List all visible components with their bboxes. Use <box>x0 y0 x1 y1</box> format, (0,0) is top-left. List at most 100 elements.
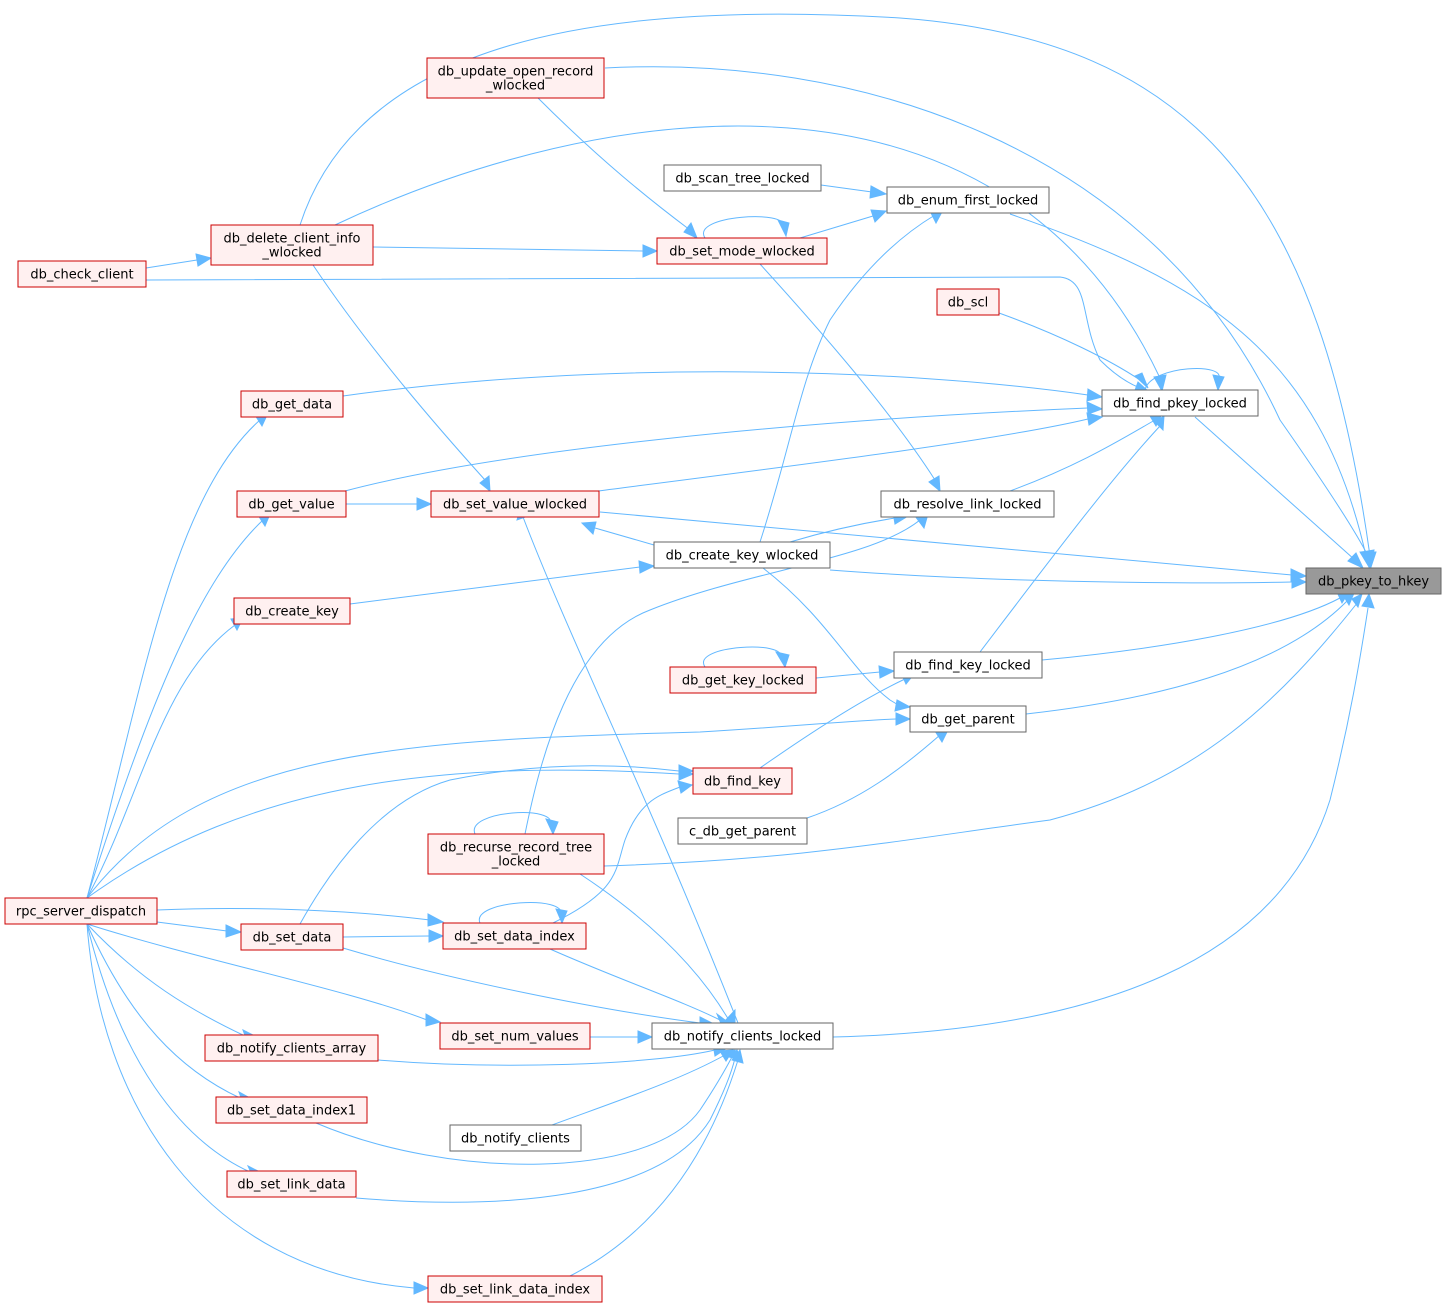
node-label: db_set_data_index1 <box>227 1104 356 1119</box>
edge-arrowhead <box>195 253 213 267</box>
edge-arrowhead <box>928 475 941 493</box>
node-box <box>226 1170 357 1198</box>
node-label: db_set_mode_wlocked <box>669 245 814 260</box>
node-db-notify-clients[interactable]: db_notify_clients <box>449 1124 582 1152</box>
node-label: rpc_server_dispatch <box>16 905 146 920</box>
edge-find-pkey-self-loop <box>1144 368 1225 392</box>
edge-arrowhead <box>427 913 445 927</box>
edge-arrowhead <box>1359 550 1373 569</box>
edge-arrowhead <box>1086 401 1104 415</box>
edge-line <box>569 1059 739 1277</box>
edge-arrowhead <box>731 1048 744 1064</box>
node-label: db_notify_clients_locked <box>664 1030 821 1045</box>
node-db-set-link-data[interactable]: db_set_link_data <box>226 1170 357 1198</box>
edge-delete-client-to-find-pkey <box>334 125 1167 393</box>
edge-arrowhead <box>545 818 559 836</box>
edge-line <box>86 923 246 1037</box>
edge-line <box>549 948 721 1021</box>
edge-get-data-to-find-pkey <box>342 371 1104 402</box>
node-label: db_get_data <box>252 398 332 413</box>
node-db-recurse-record-tree-locked[interactable]: db_recurse_record_tree_locked <box>427 833 605 875</box>
node-db-pkey-to-hkey[interactable]: db_pkey_to_hkey <box>1305 567 1442 595</box>
node-db-get-key-locked[interactable]: db_get_key_locked <box>669 666 817 694</box>
edge-line <box>789 517 896 543</box>
edge-line <box>815 671 881 679</box>
edge-set-link-data-index-to-notify-locked <box>569 1048 744 1277</box>
node-label: db_delete_client_info <box>223 232 360 247</box>
node-db-get-data[interactable]: db_get_data <box>240 390 344 418</box>
edge-c-get-parent-to-get-parent <box>806 729 949 819</box>
node-rpc-server-dispatch[interactable]: rpc_server_dispatch <box>4 897 158 925</box>
node-label: db_find_pkey_locked <box>1113 397 1247 412</box>
node-label: db_update_open_record <box>438 65 594 80</box>
node-box <box>204 1034 379 1062</box>
edge-arrowhead <box>774 651 790 669</box>
node-c-db-get-parent[interactable]: c_db_get_parent <box>677 817 808 845</box>
node-box <box>17 260 147 288</box>
edge-line <box>820 184 873 193</box>
node-label: db_set_value_wlocked <box>443 498 587 513</box>
edge-create-key-to-create-key-wlocked <box>349 560 656 605</box>
edge-line <box>1144 368 1220 391</box>
node-label: db_find_key_locked <box>905 659 1030 674</box>
node-db-get-value[interactable]: db_get_value <box>236 490 347 518</box>
node-db-create-key[interactable]: db_create_key <box>233 597 351 625</box>
edge-line <box>594 527 655 546</box>
edge-arrowhead <box>678 764 695 778</box>
node-db-get-parent[interactable]: db_get_parent <box>909 705 1027 733</box>
node-db-find-pkey-locked[interactable]: db_find_pkey_locked <box>1101 389 1259 417</box>
edge-line <box>342 947 701 1024</box>
edge-line <box>474 812 551 835</box>
node-box <box>651 1022 834 1050</box>
edge-line <box>1194 416 1356 561</box>
edge-scan-tree-to-enum-first <box>820 184 888 199</box>
node-db-notify-clients-array[interactable]: db_notify_clients_array <box>204 1034 379 1062</box>
edge-resolve-link-to-find-pkey <box>1009 413 1163 492</box>
edge-line <box>524 519 921 835</box>
edge-line <box>372 246 644 252</box>
node-db-notify-clients-locked[interactable]: db_notify_clients_locked <box>651 1022 834 1050</box>
node-db-set-mode-wlocked[interactable]: db_set_mode_wlocked <box>656 237 828 265</box>
node-db-update-open-record-wlocked[interactable]: db_update_open_record_wlocked <box>426 57 605 99</box>
edge-set-data-to-find-key <box>299 764 695 925</box>
node-label: db_set_link_data_index <box>440 1283 591 1298</box>
edge-set-data-index-to-find-key <box>552 780 694 924</box>
node-db-check-client[interactable]: db_check_client <box>17 260 147 288</box>
edge-arrowhead <box>1351 593 1363 609</box>
node-db-set-data-index1[interactable]: db_set_data_index1 <box>215 1096 368 1124</box>
node-label: db_pkey_to_hkey <box>1318 575 1429 590</box>
edge-find-key-locked-to-find-pkey <box>979 415 1165 653</box>
node-db-find-key-locked[interactable]: db_find_key_locked <box>893 651 1043 679</box>
edge-arrowhead <box>777 219 790 238</box>
node-db-set-value-wlocked[interactable]: db_set_value_wlocked <box>430 490 600 518</box>
node-db-set-num-values[interactable]: db_set_num_values <box>439 1022 591 1050</box>
edge-create-key-wlocked-to-set-value <box>580 521 655 546</box>
edge-line <box>299 765 680 925</box>
edge-line <box>86 419 261 899</box>
node-label: db_scan_tree_locked <box>675 172 809 187</box>
node-db-resolve-link-locked[interactable]: db_resolve_link_locked <box>880 490 1055 518</box>
edge-find-pkey-to-pkey <box>1194 416 1365 570</box>
node-db-enum-first-locked[interactable]: db_enum_first_locked <box>886 186 1050 214</box>
edge-line <box>86 923 428 1021</box>
node-label: db_set_data <box>253 931 332 946</box>
node-db-find-key[interactable]: db_find_key <box>692 767 793 795</box>
node-label: db_set_data_index <box>454 930 575 945</box>
edge-line <box>759 678 906 769</box>
node-db-scl[interactable]: db_scl <box>936 288 1000 316</box>
edge-enum-first-to-pkey <box>1009 213 1373 569</box>
node-db-create-key-wlocked[interactable]: db_create_key_wlocked <box>653 541 831 569</box>
node-db-set-data[interactable]: db_set_data <box>240 923 344 951</box>
edge-line <box>1009 419 1156 492</box>
edge-line <box>762 567 901 707</box>
node-db-set-data-index[interactable]: db_set_data_index <box>442 922 587 950</box>
edge-rpc-to-find-key <box>86 767 695 899</box>
edge-recurse-to-pkey <box>603 593 1363 867</box>
node-box <box>4 897 158 925</box>
node-db-delete-client-info-wlocked[interactable]: db_delete_client_info_wlocked <box>210 224 374 266</box>
node-db-scan-tree-locked[interactable]: db_scan_tree_locked <box>663 164 822 192</box>
node-db-set-link-data-index[interactable]: db_set_link_data_index <box>427 1275 603 1303</box>
edge-line <box>86 519 264 899</box>
node-label: db_notify_clients_array <box>217 1042 367 1057</box>
edge-line <box>1041 597 1341 661</box>
